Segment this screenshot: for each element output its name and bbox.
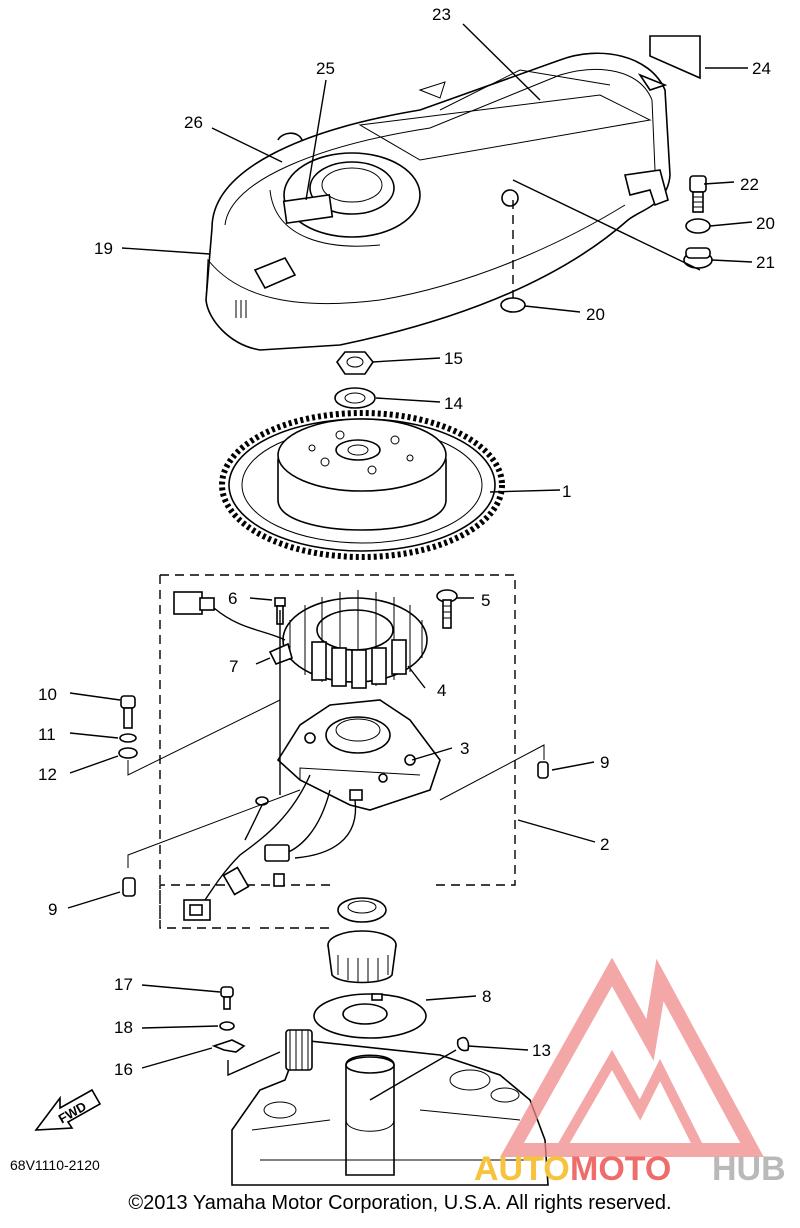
callout-1: 1: [562, 482, 571, 501]
dowel-pin-9-left: [122, 877, 136, 897]
grommet-20-bottom: [500, 297, 526, 313]
watermark-logo: [500, 957, 764, 1157]
woodruff-key-13: [456, 1036, 470, 1052]
callout-24: 24: [752, 59, 771, 78]
callout-16: 16: [114, 1060, 133, 1079]
callout-19: 19: [94, 239, 113, 258]
grommet-20-top: [685, 218, 711, 234]
callout-2: 2: [600, 835, 609, 854]
washer-11: [119, 733, 137, 743]
callout-18: 18: [114, 1018, 133, 1037]
callout-22: 22: [740, 175, 759, 194]
svg-text:HUB: HUB: [712, 1150, 786, 1188]
washer-12: [118, 747, 138, 759]
svg-text:AUTO: AUTO: [474, 1150, 570, 1188]
collar: [337, 897, 387, 923]
copyright-notice: ©2013 Yamaha Motor Corporation, U.S.A. A…: [128, 1192, 672, 1214]
callout-21: 21: [756, 253, 775, 272]
part-code: 68V1110-2120: [10, 1157, 100, 1173]
nut-15: [336, 351, 374, 375]
washer-18: [219, 1021, 235, 1031]
wiring-harness: [183, 774, 357, 921]
stator-4: [282, 590, 428, 689]
callout-11: 11: [38, 725, 56, 744]
callout-3: 3: [460, 739, 469, 758]
dowel-pin-9-right: [537, 761, 549, 779]
label-24: [649, 35, 701, 80]
washer-14: [334, 387, 376, 409]
flywheel: [219, 410, 505, 560]
bolt-5: [436, 589, 458, 629]
leader-lines: [67, 23, 753, 1101]
fwd-arrow-icon: FWD: [34, 1088, 102, 1131]
callout-9-right: 9: [600, 753, 609, 772]
pulser-base-3: [276, 699, 441, 811]
callout-numbers: 23 24 25 26 19 22 20 21 20 15 14 1 5 6 7…: [38, 5, 775, 1079]
callout-20-bottom: 20: [586, 305, 605, 324]
callout-15: 15: [444, 349, 463, 368]
flywheel-cover: [205, 52, 671, 351]
assembly-2-box: [159, 574, 516, 929]
stator-connector: [173, 591, 286, 641]
callout-8: 8: [482, 987, 491, 1006]
callout-20-top: 20: [756, 214, 775, 233]
callout-14: 14: [444, 394, 463, 413]
callout-4: 4: [437, 681, 446, 700]
crankcase: [231, 1029, 549, 1186]
clamp-7: [268, 642, 293, 666]
callout-10: 10: [38, 685, 57, 704]
watermark-text: AUTO MOTO HUB: [474, 1150, 786, 1188]
bracket-16: [211, 1039, 246, 1053]
callout-12: 12: [38, 765, 57, 784]
plate-8: [313, 993, 427, 1039]
bolt-17: [220, 986, 234, 1010]
callout-25: 25: [316, 59, 335, 78]
callout-6: 6: [228, 589, 237, 608]
callout-5: 5: [481, 591, 490, 610]
callout-9-left: 9: [48, 900, 57, 919]
starter-sleeve: [327, 930, 397, 984]
bolt-10: [120, 695, 136, 729]
callout-7: 7: [229, 657, 238, 676]
grommet-21: [683, 247, 713, 269]
callout-23: 23: [432, 5, 451, 24]
callout-13: 13: [532, 1041, 551, 1060]
bolt-22: [689, 175, 707, 213]
svg-text:MOTO: MOTO: [570, 1150, 671, 1188]
callout-26: 26: [184, 113, 203, 132]
callout-17: 17: [114, 975, 133, 994]
